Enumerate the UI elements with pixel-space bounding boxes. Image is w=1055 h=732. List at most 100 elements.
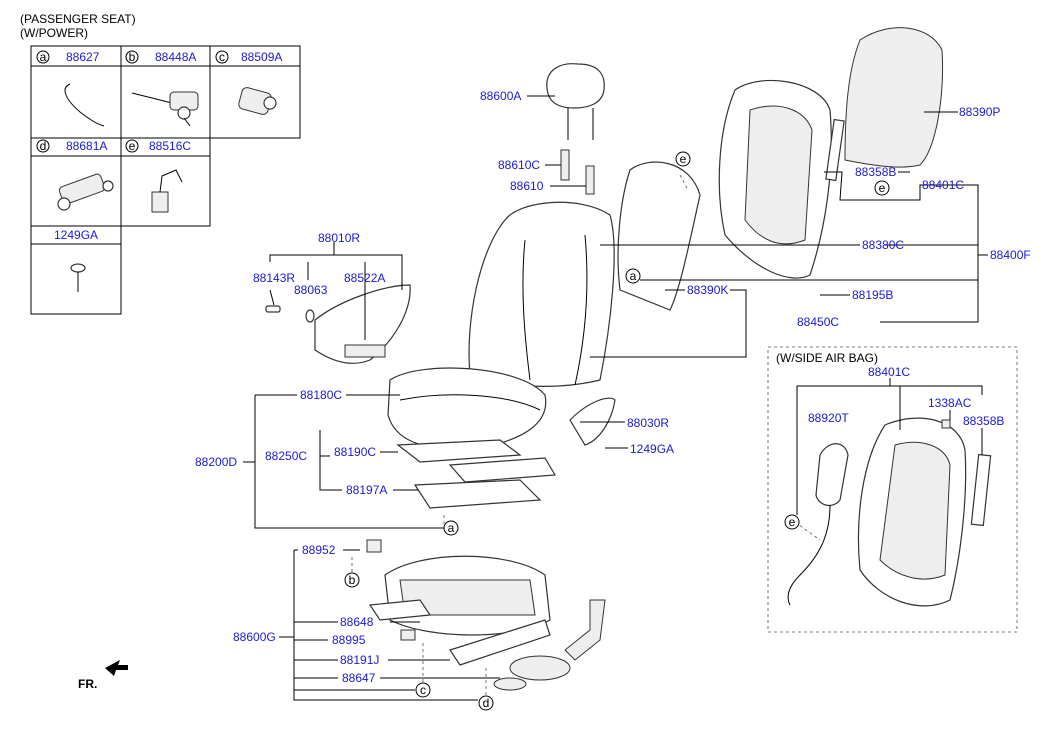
label-88610C: 88610C xyxy=(498,158,540,172)
wire-clip-icon xyxy=(64,83,105,127)
label-88995: 88995 xyxy=(332,633,366,647)
callout-a-back: a xyxy=(625,268,641,284)
svg-text:e: e xyxy=(680,152,687,166)
label-sab-88358B: 88358B xyxy=(963,414,1004,428)
svg-text:a: a xyxy=(448,521,455,535)
label-88200D: 88200D xyxy=(195,455,237,469)
connector-icon xyxy=(151,169,183,213)
svg-text:e: e xyxy=(789,515,796,529)
label-sab-88401C: 88401C xyxy=(868,365,910,379)
label-88610: 88610 xyxy=(510,179,544,193)
legend-cell-a: a 88627 xyxy=(36,50,105,127)
svg-text:e: e xyxy=(879,181,886,195)
seatback-panel xyxy=(825,27,943,182)
label-88648: 88648 xyxy=(340,615,374,629)
side-airbag-box xyxy=(767,346,1018,633)
legend-letter: b xyxy=(129,50,136,64)
label-88952: 88952 xyxy=(302,543,336,557)
callout-d: d xyxy=(478,695,494,711)
seatback-cushion xyxy=(468,201,615,387)
label-88450C: 88450C xyxy=(797,315,839,329)
label-88600G: 88600G xyxy=(233,630,276,644)
callout-a-cushion: a xyxy=(443,520,459,536)
front-direction-indicator: FR. xyxy=(78,660,128,691)
legend-letter: d xyxy=(40,139,47,153)
legend-cell-d: d 88681A xyxy=(36,139,114,211)
motor-icon xyxy=(238,87,277,115)
leader-lines xyxy=(243,95,988,701)
label-88600A: 88600A xyxy=(480,89,521,103)
label-88143R: 88143R xyxy=(253,271,295,285)
headrest xyxy=(546,63,605,140)
legend-part-number: 88627 xyxy=(66,50,100,64)
legend-letter: e xyxy=(129,139,136,153)
label-88250C: 88250C xyxy=(265,449,307,463)
label-88195B: 88195B xyxy=(852,288,893,302)
label-88190C: 88190C xyxy=(334,445,376,459)
legend-part-number: 88681A xyxy=(66,139,107,153)
headrest-guides xyxy=(560,149,595,195)
side-airbag-title: (W/SIDE AIR BAG) xyxy=(776,351,878,365)
callout-c: c xyxy=(415,682,431,698)
callout-circle xyxy=(215,50,229,64)
callout-e-frame: e xyxy=(874,180,890,196)
label-1249GA: 1249GA xyxy=(630,442,674,456)
side-cover xyxy=(569,397,616,449)
svg-text:c: c xyxy=(420,683,426,697)
label-88010R: 88010R xyxy=(318,231,360,245)
label-88358B: 88358B xyxy=(855,165,896,179)
legend-cell-e: e 88516C xyxy=(125,139,191,213)
legend-cell-c: c 88509A xyxy=(215,50,282,115)
label-88030R: 88030R xyxy=(627,416,669,430)
callout-circle xyxy=(125,139,139,153)
label-88522A: 88522A xyxy=(344,271,385,285)
label-88197A: 88197A xyxy=(346,483,387,497)
part-labels: 88600A 88610C 88610 88390P 88358B 88401C… xyxy=(195,89,1031,685)
side-shield xyxy=(265,284,411,364)
label-sab-1338AC: 1338AC xyxy=(928,396,972,410)
legend-table xyxy=(30,45,301,315)
motor-assembly-icon xyxy=(131,91,199,127)
legend-cell-f: 1249GA xyxy=(54,228,98,292)
callout-circle xyxy=(125,50,139,64)
fr-label: FR. xyxy=(78,677,97,691)
label-88180C: 88180C xyxy=(300,388,342,402)
callout-e-top: e xyxy=(675,151,691,167)
legend-letter: c xyxy=(219,50,225,64)
callouts: e e a a b c d e xyxy=(344,151,890,711)
label-88401C: 88401C xyxy=(922,178,964,192)
label-88390P: 88390P xyxy=(959,105,1000,119)
label-88380C: 88380C xyxy=(862,238,904,252)
svg-text:d: d xyxy=(483,696,490,710)
label-sab-88920T: 88920T xyxy=(808,411,849,425)
header-line-1: (PASSENGER SEAT) xyxy=(20,12,136,26)
airbag-seatback-frame xyxy=(857,417,992,607)
cushion-pads xyxy=(396,439,557,509)
legend-cell-b: b 88448A xyxy=(125,50,199,127)
label-88063: 88063 xyxy=(294,283,328,297)
label-88390K: 88390K xyxy=(687,283,728,297)
airbag-module xyxy=(787,443,849,606)
legend-part-number: 88509A xyxy=(241,50,282,64)
callout-circle xyxy=(36,139,50,153)
label-88400F: 88400F xyxy=(990,248,1031,262)
seat-cushion xyxy=(387,367,547,451)
callout-circle xyxy=(36,50,50,64)
legend-letter: a xyxy=(40,50,47,64)
seat-track xyxy=(366,539,606,691)
svg-text:a: a xyxy=(630,269,637,283)
screw-icon xyxy=(70,263,86,292)
legend-part-number: 88516C xyxy=(149,139,191,153)
callout-b: b xyxy=(344,572,360,588)
label-88191J: 88191J xyxy=(340,653,379,667)
seatback-frame xyxy=(718,79,832,279)
label-88647: 88647 xyxy=(342,671,376,685)
svg-text:b: b xyxy=(349,573,356,587)
legend-part-number: 1249GA xyxy=(54,228,98,242)
arrow-icon xyxy=(105,660,128,676)
header-line-2: (W/POWER) xyxy=(20,26,88,40)
callout-e-airbag: e xyxy=(784,514,800,530)
recliner-motor-icon xyxy=(57,173,114,211)
legend-part-number: 88448A xyxy=(155,50,196,64)
